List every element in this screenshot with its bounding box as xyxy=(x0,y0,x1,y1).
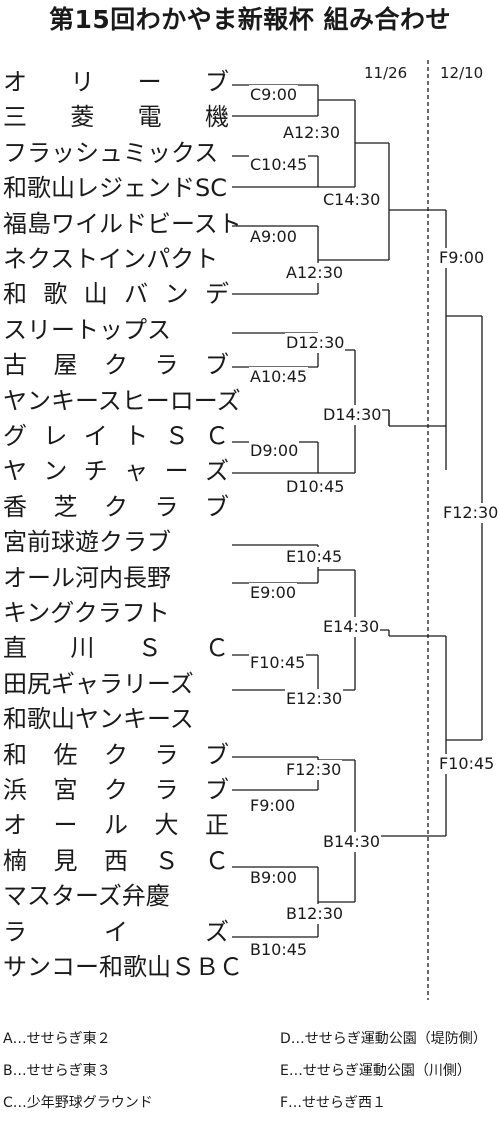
match-label: D14:30 xyxy=(322,405,383,425)
match-label: C10:45 xyxy=(249,155,309,175)
match-label: D10:45 xyxy=(285,477,346,497)
team-name: スリートップス xyxy=(3,315,171,344)
team-name: 和佐クラブ xyxy=(3,740,229,769)
match-label: F12:30 xyxy=(285,760,343,780)
match-label: A12:30 xyxy=(282,123,342,143)
bracket-lines xyxy=(232,60,483,1000)
match-label: A9:00 xyxy=(249,227,298,247)
match-label: E10:45 xyxy=(285,547,344,567)
legend-item-b: B…せせらぎ東３ xyxy=(3,1063,111,1079)
match-label: F9:00 xyxy=(249,796,297,816)
team-name: マスターズ弁慶 xyxy=(3,882,170,911)
team-name: 宮前球遊クラブ xyxy=(3,528,171,557)
match-label: C14:30 xyxy=(322,190,382,210)
match-label: B10:45 xyxy=(249,940,309,960)
match-label: B14:30 xyxy=(322,832,382,852)
match-label: E9:00 xyxy=(249,583,298,603)
match-label: D9:00 xyxy=(249,441,300,461)
round-date-1: 11/26 xyxy=(364,64,408,82)
legend-item-d: D…せせらぎ運動公園（堤防側） xyxy=(280,1031,487,1047)
team-name: ネクストインパクト xyxy=(3,245,219,273)
team-name: 三菱電機 xyxy=(3,103,229,132)
match-label: F9:00 xyxy=(438,248,486,268)
legend-item-a: A…せせらぎ東２ xyxy=(3,1031,111,1047)
team-name: ライズ xyxy=(3,917,229,946)
team-name: 福島ワイルドビースト xyxy=(3,209,242,238)
match-label: F10:45 xyxy=(438,754,496,774)
team-name: 香芝クラブ xyxy=(3,492,229,521)
team-name: オール河内長野 xyxy=(3,563,171,592)
team-name: フラッシュミックス xyxy=(3,138,219,167)
page-title: 第15回わかやま新報杯 組み合わせ xyxy=(49,5,451,34)
team-name: サンコー和歌山ＳＢＣ xyxy=(3,953,243,981)
team-name: オリーブ xyxy=(3,68,229,96)
match-label: A10:45 xyxy=(249,367,309,387)
round-date-2: 12/10 xyxy=(440,64,484,82)
team-name: 和歌山レジェンドSC xyxy=(3,174,227,203)
team-name: 和歌山ヤンキース xyxy=(3,705,194,734)
team-name: ヤンチャーズ xyxy=(3,457,229,486)
match-label: F12:30 xyxy=(442,503,500,523)
venue-legend: A…せせらぎ東２ B…せせらぎ東３ C…少年野球グラウンド D…せせらぎ運動公園… xyxy=(0,1030,500,1122)
team-name: 和歌山バンデ xyxy=(3,280,229,309)
team-name: ヤンキースヒーローズ xyxy=(3,386,241,415)
match-label: E12:30 xyxy=(285,689,344,709)
team-name: オール大正 xyxy=(3,811,229,840)
team-name: 古屋クラブ xyxy=(3,351,229,380)
match-label: B9:00 xyxy=(249,868,298,888)
legend-item-f: F…せせらぎ西１ xyxy=(280,1095,387,1111)
legend-item-e: E…せせらぎ運動公園（川側） xyxy=(280,1063,471,1079)
match-label: E14:30 xyxy=(322,617,381,637)
team-name: 田尻ギャラリーズ xyxy=(3,669,194,698)
match-label: A12:30 xyxy=(285,263,345,283)
match-label: B12:30 xyxy=(285,904,345,924)
team-list: オリーブ三菱電機フラッシュミックス和歌山レジェンドSC 福島ワイルドビーストネクス… xyxy=(0,0,243,1000)
team-name: 浜宮クラブ xyxy=(3,776,229,804)
team-name: キングクラフト xyxy=(3,599,170,627)
match-label: F10:45 xyxy=(249,653,307,673)
match-label: C9:00 xyxy=(249,85,299,105)
match-label: D12:30 xyxy=(285,333,346,353)
legend-item-c: C…少年野球グラウンド xyxy=(3,1095,153,1111)
